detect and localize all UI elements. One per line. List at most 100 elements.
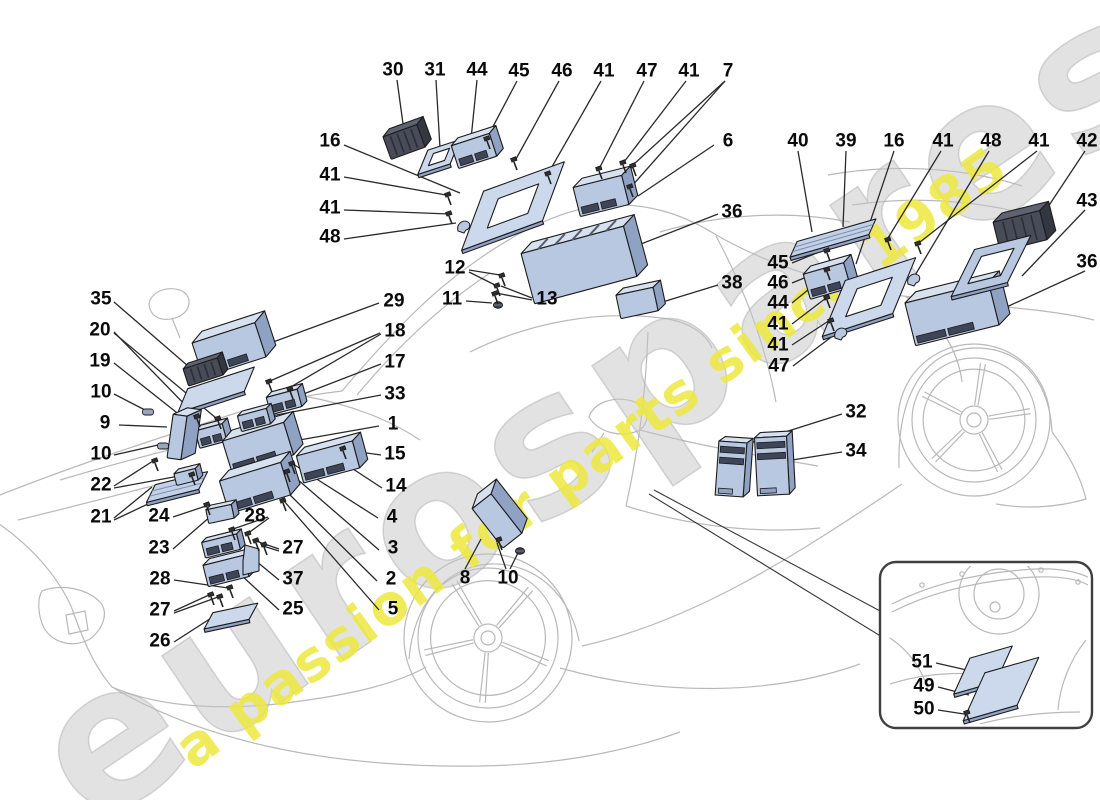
leader-line [465,300,493,304]
part-number-label: 16 [319,131,340,152]
part-number-label: 27 [282,538,303,559]
part-number-label: 24 [148,506,170,527]
part-screw [827,317,835,332]
leader-line [548,80,602,173]
inset-door-panel-art [889,566,1088,724]
part-screw [493,282,501,297]
leader-line [633,80,726,165]
part-number-label: 47 [636,61,657,82]
part-plate [962,656,1040,725]
part-screw [914,240,922,255]
leader-line [913,150,990,278]
leader-line [288,471,380,551]
part-number-label: 10 [90,382,111,403]
magnifier-line [648,493,888,641]
part-number-label: 47 [768,356,789,377]
leader-line [262,545,280,552]
part-screw [283,468,291,483]
part-screw [265,378,273,393]
part-number-label: 3 [388,538,399,559]
leader-line [349,466,383,489]
part-number-label: 30 [382,60,403,81]
part-screw [495,536,503,551]
leader-line [515,80,560,160]
part-number-label: 41 [593,61,615,82]
part-number-label: 44 [466,60,488,81]
part-screw [629,162,637,177]
part-vbox [753,430,796,497]
part-cyl [142,408,154,416]
leader-line [173,594,210,612]
part-number-label: 50 [913,699,934,720]
part-number-label: 49 [913,676,934,697]
leader-line [655,284,719,305]
part-box [382,115,432,160]
part-number-label: 15 [384,444,406,465]
leader-line [113,393,146,411]
part-screw [252,537,260,552]
part-screw [226,584,234,599]
part-plate [461,161,565,255]
leader-line [113,444,159,456]
leader-line [173,579,229,589]
part-box [615,279,666,319]
leader-line [113,486,153,519]
part-number-label: 31 [424,60,446,81]
part-lbracket [242,544,260,576]
part-number-label: 41 [678,61,700,82]
leader-line [495,292,533,301]
part-number-label: 8 [460,568,471,589]
part-number-label: 38 [721,273,742,294]
part-number-label: 17 [384,352,405,373]
part-clip [457,220,471,234]
part-number-label: 42 [1076,131,1097,152]
leader-line [435,79,441,149]
part-plate [417,139,461,179]
leader-line [1021,209,1086,277]
part-screw [445,210,453,225]
part-number-label: 16 [883,131,904,152]
leader-line [173,596,219,614]
part-screw [216,593,224,608]
leader-line [283,500,380,611]
leader-line [113,460,154,487]
part-number-label: 6 [723,131,734,152]
leader-line [284,489,378,582]
leader-line [269,332,381,382]
leader-line [343,209,450,215]
part-number-label: 45 [767,253,789,274]
part-box [904,270,1011,346]
part-screw [207,591,215,606]
leader-line [232,516,269,530]
part-screw [151,457,159,472]
part-number-label: 46 [767,273,788,294]
part-number-label: 22 [90,475,111,496]
part-number-label: 18 [384,321,405,342]
leader-line [791,297,827,325]
leader-line [842,150,847,228]
part-number-label: 19 [89,351,110,372]
leader-line [343,222,457,240]
part-clip [907,273,921,287]
part-cyl [157,442,169,450]
part-number-label: 41 [319,165,341,186]
part-number-label: 10 [90,444,111,465]
part-number-label: 48 [980,131,1001,152]
part-number-label: 32 [845,402,866,423]
part-number-label: 10 [497,568,518,589]
part-box [182,351,229,387]
part-number-label: 4 [387,507,398,528]
part-grommet [493,301,503,309]
leader-line [468,269,501,276]
leader-line [785,451,843,462]
part-number-label: 41 [767,335,789,356]
part-number-label: 25 [282,599,304,620]
part-number-label: 41 [932,131,954,152]
leader-line [599,80,645,168]
part-number-label: 33 [384,384,405,405]
part-number-label: 45 [508,61,530,82]
part-screw [823,294,831,309]
leader-line [623,80,687,163]
part-number-label: 41 [319,198,341,219]
